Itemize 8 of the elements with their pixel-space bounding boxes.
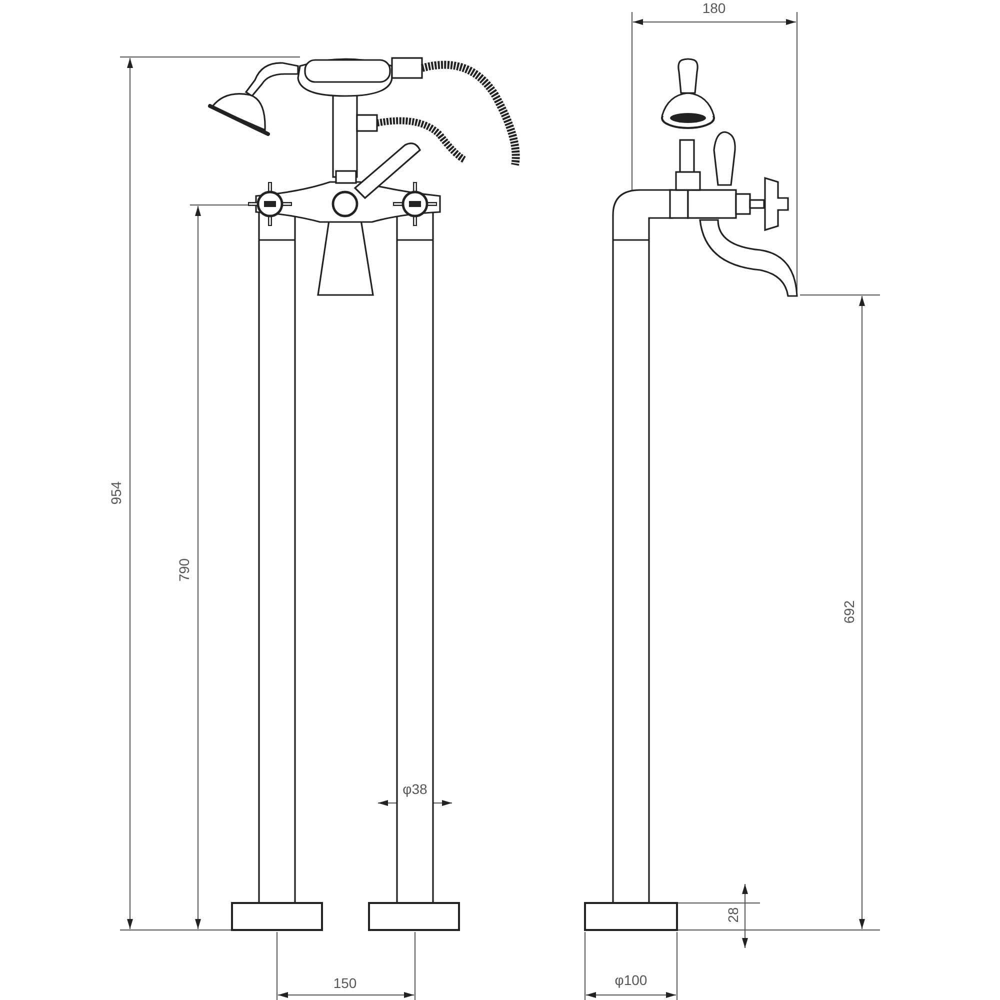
dimension-label: 150 xyxy=(333,976,357,990)
dimension-label: 790 xyxy=(177,558,191,582)
dimension-label: φ100 xyxy=(614,973,648,987)
dimension-label: φ38 xyxy=(402,782,428,796)
dimension-label: 180 xyxy=(702,1,726,15)
dimension-label: 28 xyxy=(726,907,740,923)
dimension-label: 954 xyxy=(109,481,123,505)
dimension-label: 692 xyxy=(842,600,856,624)
